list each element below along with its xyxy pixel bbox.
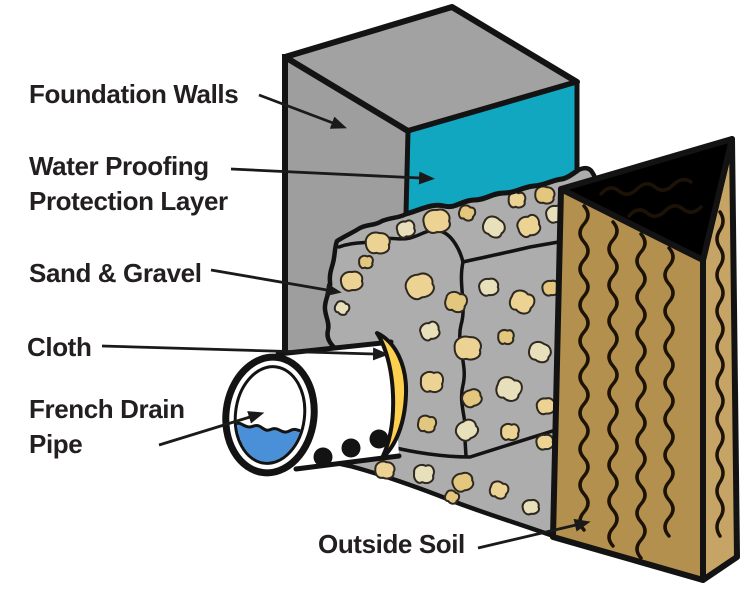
label-water-proofing-line1: Water Proofing bbox=[29, 151, 209, 181]
sand-gravel-arrow bbox=[210, 268, 342, 297]
waterproofing-layer-shape bbox=[403, 79, 580, 217]
label-water-proofing-line2: Protection Layer bbox=[29, 186, 228, 216]
soil-texture-line bbox=[607, 220, 619, 548]
cloth-arrow bbox=[101, 344, 389, 361]
outside-soil-arrow bbox=[477, 518, 591, 550]
label-foundation-walls: Foundation Walls bbox=[29, 79, 239, 109]
drain-holes bbox=[313, 429, 389, 467]
pipe-opening bbox=[222, 353, 318, 477]
label-water-proofing: Water Proofing Protection Layer bbox=[29, 149, 228, 219]
label-outside-soil: Outside Soil bbox=[318, 529, 465, 559]
soil-texture-lines bbox=[578, 177, 725, 560]
french-drain-pipe-shape bbox=[222, 331, 409, 477]
soil-texture-line bbox=[663, 246, 675, 538]
label-french-drain-pipe: French Drain Pipe bbox=[29, 392, 185, 462]
label-french-drain-line1: French Drain bbox=[29, 394, 185, 424]
water-proofing-arrow bbox=[230, 167, 435, 185]
label-cloth: Cloth bbox=[27, 332, 92, 362]
foundation-walls-arrow bbox=[258, 93, 348, 129]
french-drain-arrow bbox=[158, 411, 265, 447]
outside-soil-shape bbox=[550, 136, 740, 583]
cloth-shape bbox=[375, 331, 409, 460]
soil-texture-line bbox=[635, 232, 647, 560]
soil-texture-line bbox=[715, 210, 725, 538]
label-french-drain-line2: Pipe bbox=[29, 429, 83, 459]
label-sand-gravel: Sand & Gravel bbox=[29, 258, 202, 288]
soil-texture-line bbox=[578, 204, 590, 532]
leader-arrows bbox=[101, 93, 591, 550]
